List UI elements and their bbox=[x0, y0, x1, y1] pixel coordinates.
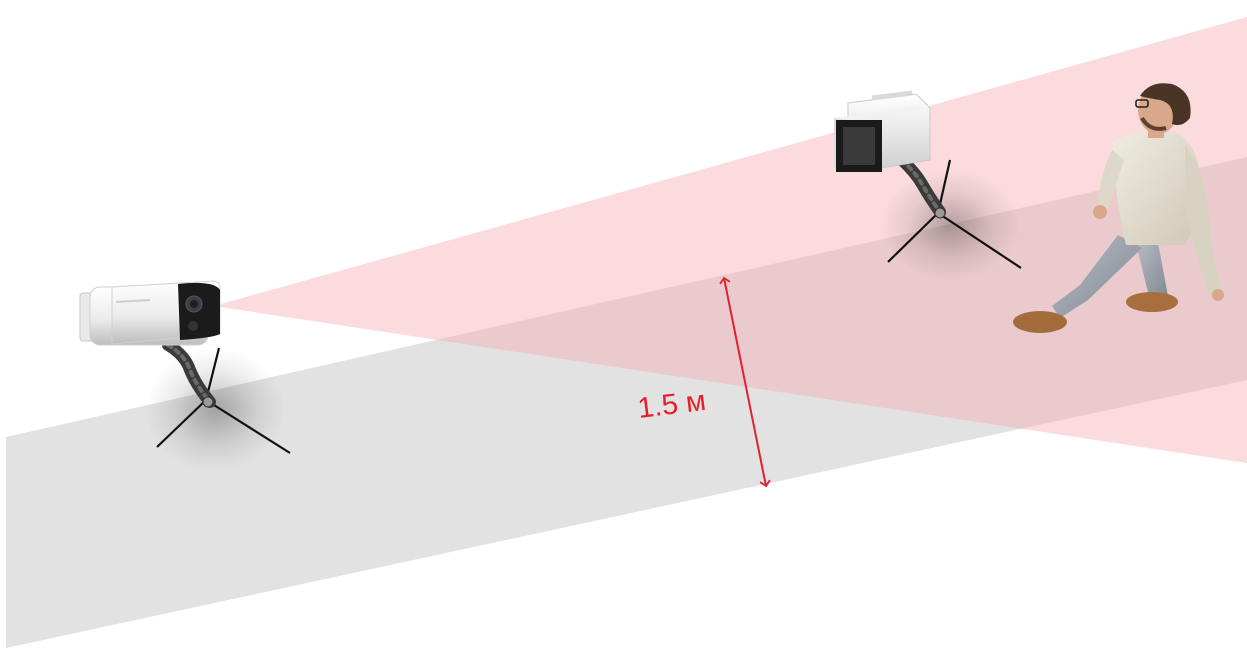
distance-arrow bbox=[719, 276, 771, 488]
right-tripod bbox=[887, 154, 1022, 269]
tripod-shadow-left bbox=[145, 348, 285, 472]
detection-beam bbox=[214, 17, 1247, 463]
blackbody-box-icon bbox=[834, 90, 931, 172]
shoe-back bbox=[1126, 292, 1178, 312]
left-tripod bbox=[156, 339, 291, 454]
tripod-shadow-right bbox=[880, 170, 1020, 280]
walking-person-icon bbox=[1013, 83, 1224, 333]
bullet-camera-icon bbox=[79, 280, 221, 346]
walkway-band bbox=[6, 157, 1247, 648]
shoe-front bbox=[1013, 311, 1067, 333]
